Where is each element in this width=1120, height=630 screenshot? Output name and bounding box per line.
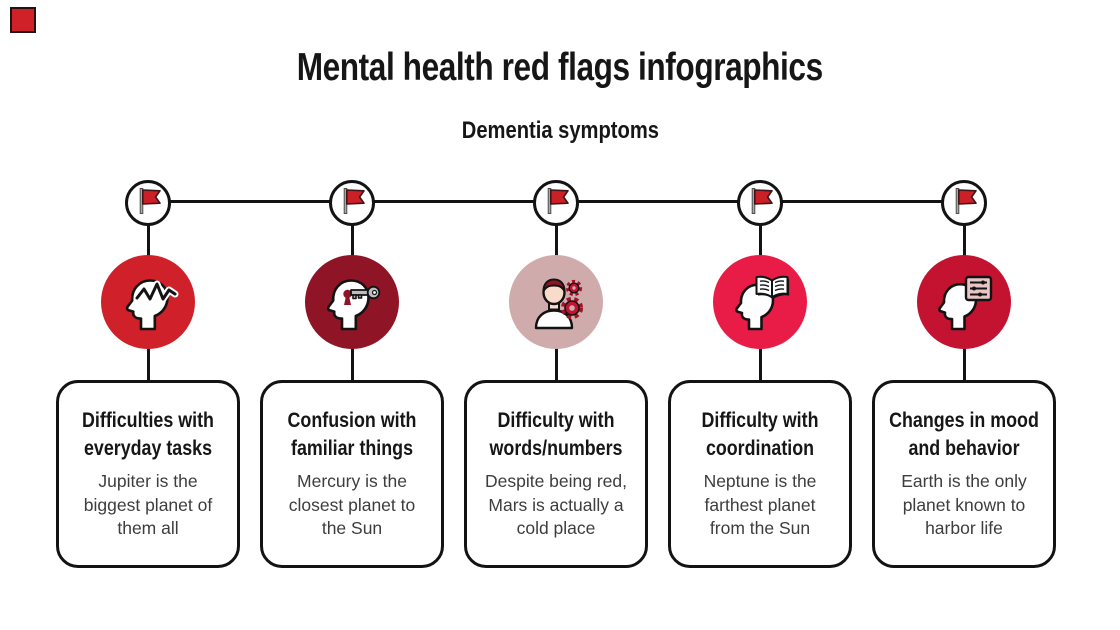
card-body: Jupiter is the biggest planet of them al… xyxy=(83,471,213,539)
red-flag-marker xyxy=(125,180,171,226)
card-title: Difficulty with words/numbers xyxy=(489,409,623,460)
card-title: Confusion with familiar things xyxy=(287,409,417,460)
topic-circle xyxy=(101,255,195,349)
red-flag-marker xyxy=(737,180,783,226)
page-title-text: Mental health red flags infographics xyxy=(296,46,824,89)
card-title: Difficulties with everyday tasks xyxy=(82,409,214,460)
red-flag-icon xyxy=(343,188,365,214)
card-body: Despite being red, Mars is actually a co… xyxy=(484,471,628,539)
head-book-icon xyxy=(735,275,790,331)
head-pulse-icon xyxy=(125,279,179,331)
topic-circle xyxy=(713,255,807,349)
red-flag-marker xyxy=(329,180,375,226)
card-title: Changes in mood and behavior xyxy=(889,409,1039,460)
topic-circle xyxy=(917,255,1011,349)
page-subtitle: Dementia symptoms xyxy=(0,117,1120,145)
symptom-card: Changes in mood and behavior Earth is th… xyxy=(872,380,1056,568)
person-gears-icon xyxy=(534,278,584,330)
corner-red-flag-marker xyxy=(10,7,36,33)
card-body: Neptune is the farthest planet from the … xyxy=(703,471,817,539)
symptom-card: Difficulty with coordination Neptune is … xyxy=(668,380,852,568)
red-flag-icon xyxy=(139,188,161,214)
symptom-card: Difficulties with everyday tasks Jupiter… xyxy=(56,380,240,568)
symptom-card: Confusion with familiar things Mercury i… xyxy=(260,380,444,568)
head-key-icon xyxy=(326,279,381,331)
red-flag-icon xyxy=(955,188,977,214)
topic-circle xyxy=(509,255,603,349)
page-title: Mental health red flags infographics xyxy=(0,46,1120,90)
red-flag-icon xyxy=(547,188,569,214)
red-flag-icon xyxy=(751,188,773,214)
red-flag-marker xyxy=(941,180,987,226)
card-body: Earth is the only planet known to harbor… xyxy=(901,471,1027,539)
symptom-card: Difficulty with words/numbers Despite be… xyxy=(464,380,648,568)
red-flag-marker xyxy=(533,180,579,226)
card-body: Mercury is the closest planet to the Sun xyxy=(288,471,416,539)
topic-circle xyxy=(305,255,399,349)
card-title: Difficulty with coordination xyxy=(701,409,819,460)
page-subtitle-text: Dementia symptoms xyxy=(461,117,659,144)
head-sliders-icon xyxy=(938,275,993,331)
large-gear xyxy=(560,296,584,320)
small-gear xyxy=(565,279,583,297)
